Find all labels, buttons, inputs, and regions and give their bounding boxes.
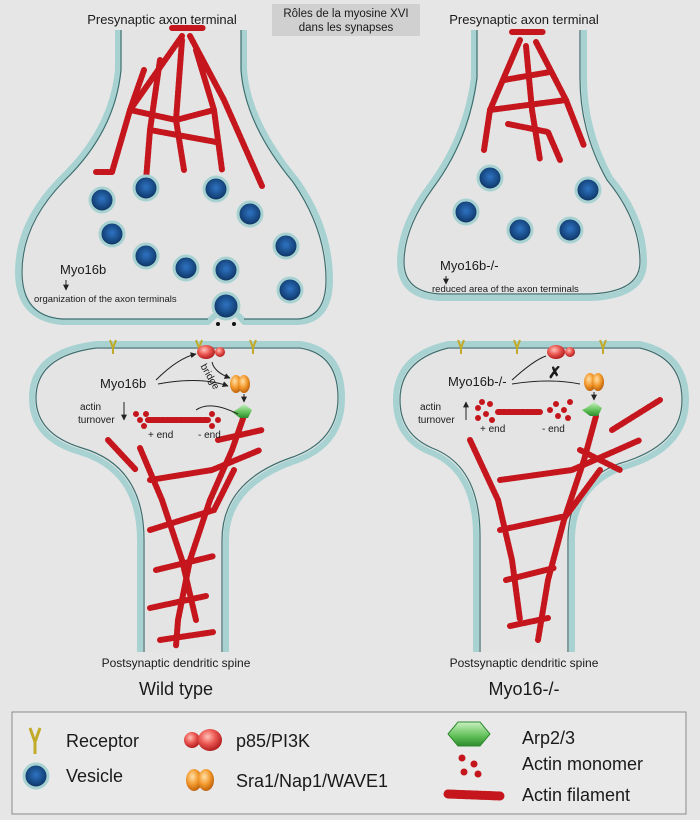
p85-pi3k-icon [197,345,215,359]
receptor-icon [249,339,257,354]
right-signaling: ✗ [511,345,604,416]
right-postsynaptic-label: Postsynaptic dendritic spine [450,656,599,670]
legend-vesicle: Vesicle [66,766,123,786]
right-minus-end: - end [542,424,565,435]
vesicle [98,220,126,248]
fusing-vesicle [211,291,241,321]
legend-actin-filament: Actin filament [522,785,630,805]
left-postsynaptic-spine: Postsynaptic dendritic spine Wild type [29,341,345,699]
vesicle [556,216,584,244]
right-plus-end: + end [480,424,505,435]
vesicle [452,198,480,226]
legend-actin-monomer: Actin monomer [522,754,643,774]
title-line-2: dans les synapses [299,22,394,34]
left-condition-label: Wild type [139,679,213,699]
left-plus-end: + end [148,430,173,441]
right-receptors [457,339,607,354]
right-presynaptic-terminal: Presynaptic axon terminal [397,12,647,301]
vesicle-legend-icon [22,762,50,790]
right-spine-myo-label: Myo16b-/- [448,374,507,389]
left-postsynaptic-label: Postsynaptic dendritic spine [102,656,251,670]
receptor-icon [109,339,117,354]
right-myo-label: Myo16b-/- [440,258,499,273]
vesicle [272,232,300,260]
right-turnover-label: turnover [418,415,455,426]
left-actin-label: actin [80,402,101,413]
vesicle [476,164,504,192]
vesicle [506,216,534,244]
right-presynaptic-vesicles [452,164,602,244]
vesicle [132,174,160,202]
right-axon-note: reduced area of the axon terminals [432,284,579,295]
p85-legend-icon [184,729,222,751]
legend-sra1: Sra1/Nap1/WAVE1 [236,771,388,791]
arp23-legend-icon [447,721,491,747]
left-presynaptic-label: Presynaptic axon terminal [87,12,237,27]
arp23-icon [582,402,602,416]
arp23-icon [232,404,252,418]
left-presynaptic-vesicles [88,174,304,326]
receptor-icon [457,339,465,354]
sra1-legend-icon [186,769,214,791]
title-box [272,4,420,36]
left-spine-myo-label: Myo16b [100,376,146,391]
actin-monomer-legend-icon [458,754,482,778]
legend-box [11,711,687,815]
legend-arp: Arp2/3 [522,728,575,748]
p85-pi3k-icon [547,345,565,359]
left-presynaptic-actin-filaments [93,25,265,189]
right-presynaptic-actin-filaments [481,29,587,163]
receptor-legend-icon [28,727,42,754]
vesicle [574,176,602,204]
left-spine-actin-network [105,407,265,649]
vesicle [236,200,264,228]
left-axon-note: organization of the axon terminals [34,294,177,305]
vesicle [172,254,200,282]
title-line-1: Rôles de la myosine XVI [283,8,408,20]
actin-filament-legend-icon [443,789,505,801]
receptor-icon [513,339,521,354]
vesicle [88,186,116,214]
right-actin-label: actin [420,402,441,413]
right-spine-actin-network [467,397,663,643]
left-turnover-label: turnover [78,415,115,426]
right-condition-label: Myo16-/- [488,679,559,699]
vesicle [212,256,240,284]
blocked-x-icon: ✗ [548,365,561,382]
receptor-icon [599,339,607,354]
legend-p85: p85/PI3K [236,731,310,751]
vesicle [202,175,230,203]
right-presynaptic-label: Presynaptic axon terminal [449,12,599,27]
vesicle [132,242,160,270]
left-myo-label: Myo16b [60,262,106,277]
left-minus-end: - end [198,430,221,441]
legend: Receptor Vesicle p85/PI3K Sra1/Nap1/WAVE… [11,711,687,815]
legend-receptor: Receptor [66,731,139,751]
vesicle [276,276,304,304]
